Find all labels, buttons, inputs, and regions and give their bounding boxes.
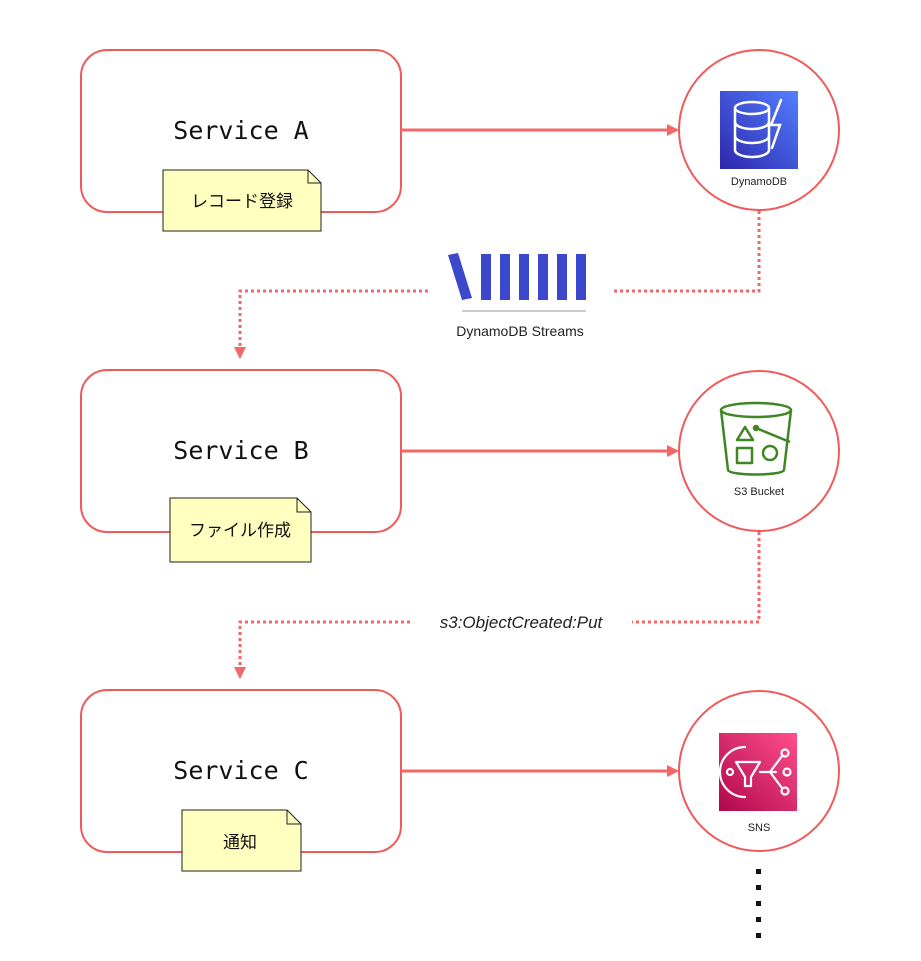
sns-label: SNS [748, 822, 771, 834]
service-b-box: Service B [80, 369, 402, 533]
service-b-note: ファイル作成 [169, 497, 312, 563]
s3-event-connector [234, 532, 761, 679]
dynamodb-icon [720, 91, 798, 169]
s3-label: S3 Bucket [734, 486, 784, 498]
continuation-dots [756, 869, 761, 938]
dynamodb-streams-label: DynamoDB Streams [456, 323, 584, 339]
service-c-title: Service C [173, 756, 308, 785]
service-a-box: Service A [80, 49, 402, 213]
service-a-note-text: レコード登録 [191, 192, 293, 211]
dynamodb-streams-icon [448, 253, 586, 312]
sns-icon [718, 733, 797, 811]
service-c-box: Service C [80, 689, 402, 853]
dynamodb-node: DynamoDB [678, 49, 840, 211]
service-b-title: Service B [173, 436, 308, 465]
s3-event-label: s3:ObjectCreated:Put [440, 613, 604, 632]
dynamodb-stream-connector [234, 211, 761, 359]
s3-node: S3 Bucket [678, 370, 840, 532]
service-a-title: Service A [173, 116, 308, 145]
service-c-note-text: 通知 [223, 833, 257, 852]
service-a-note: レコード登録 [162, 169, 322, 232]
service-b-note-text: ファイル作成 [189, 521, 291, 540]
sns-node: SNS [678, 690, 840, 852]
service-c-note: 通知 [181, 809, 302, 872]
s3-bucket-icon [719, 401, 793, 476]
dynamodb-label: DynamoDB [731, 176, 787, 188]
